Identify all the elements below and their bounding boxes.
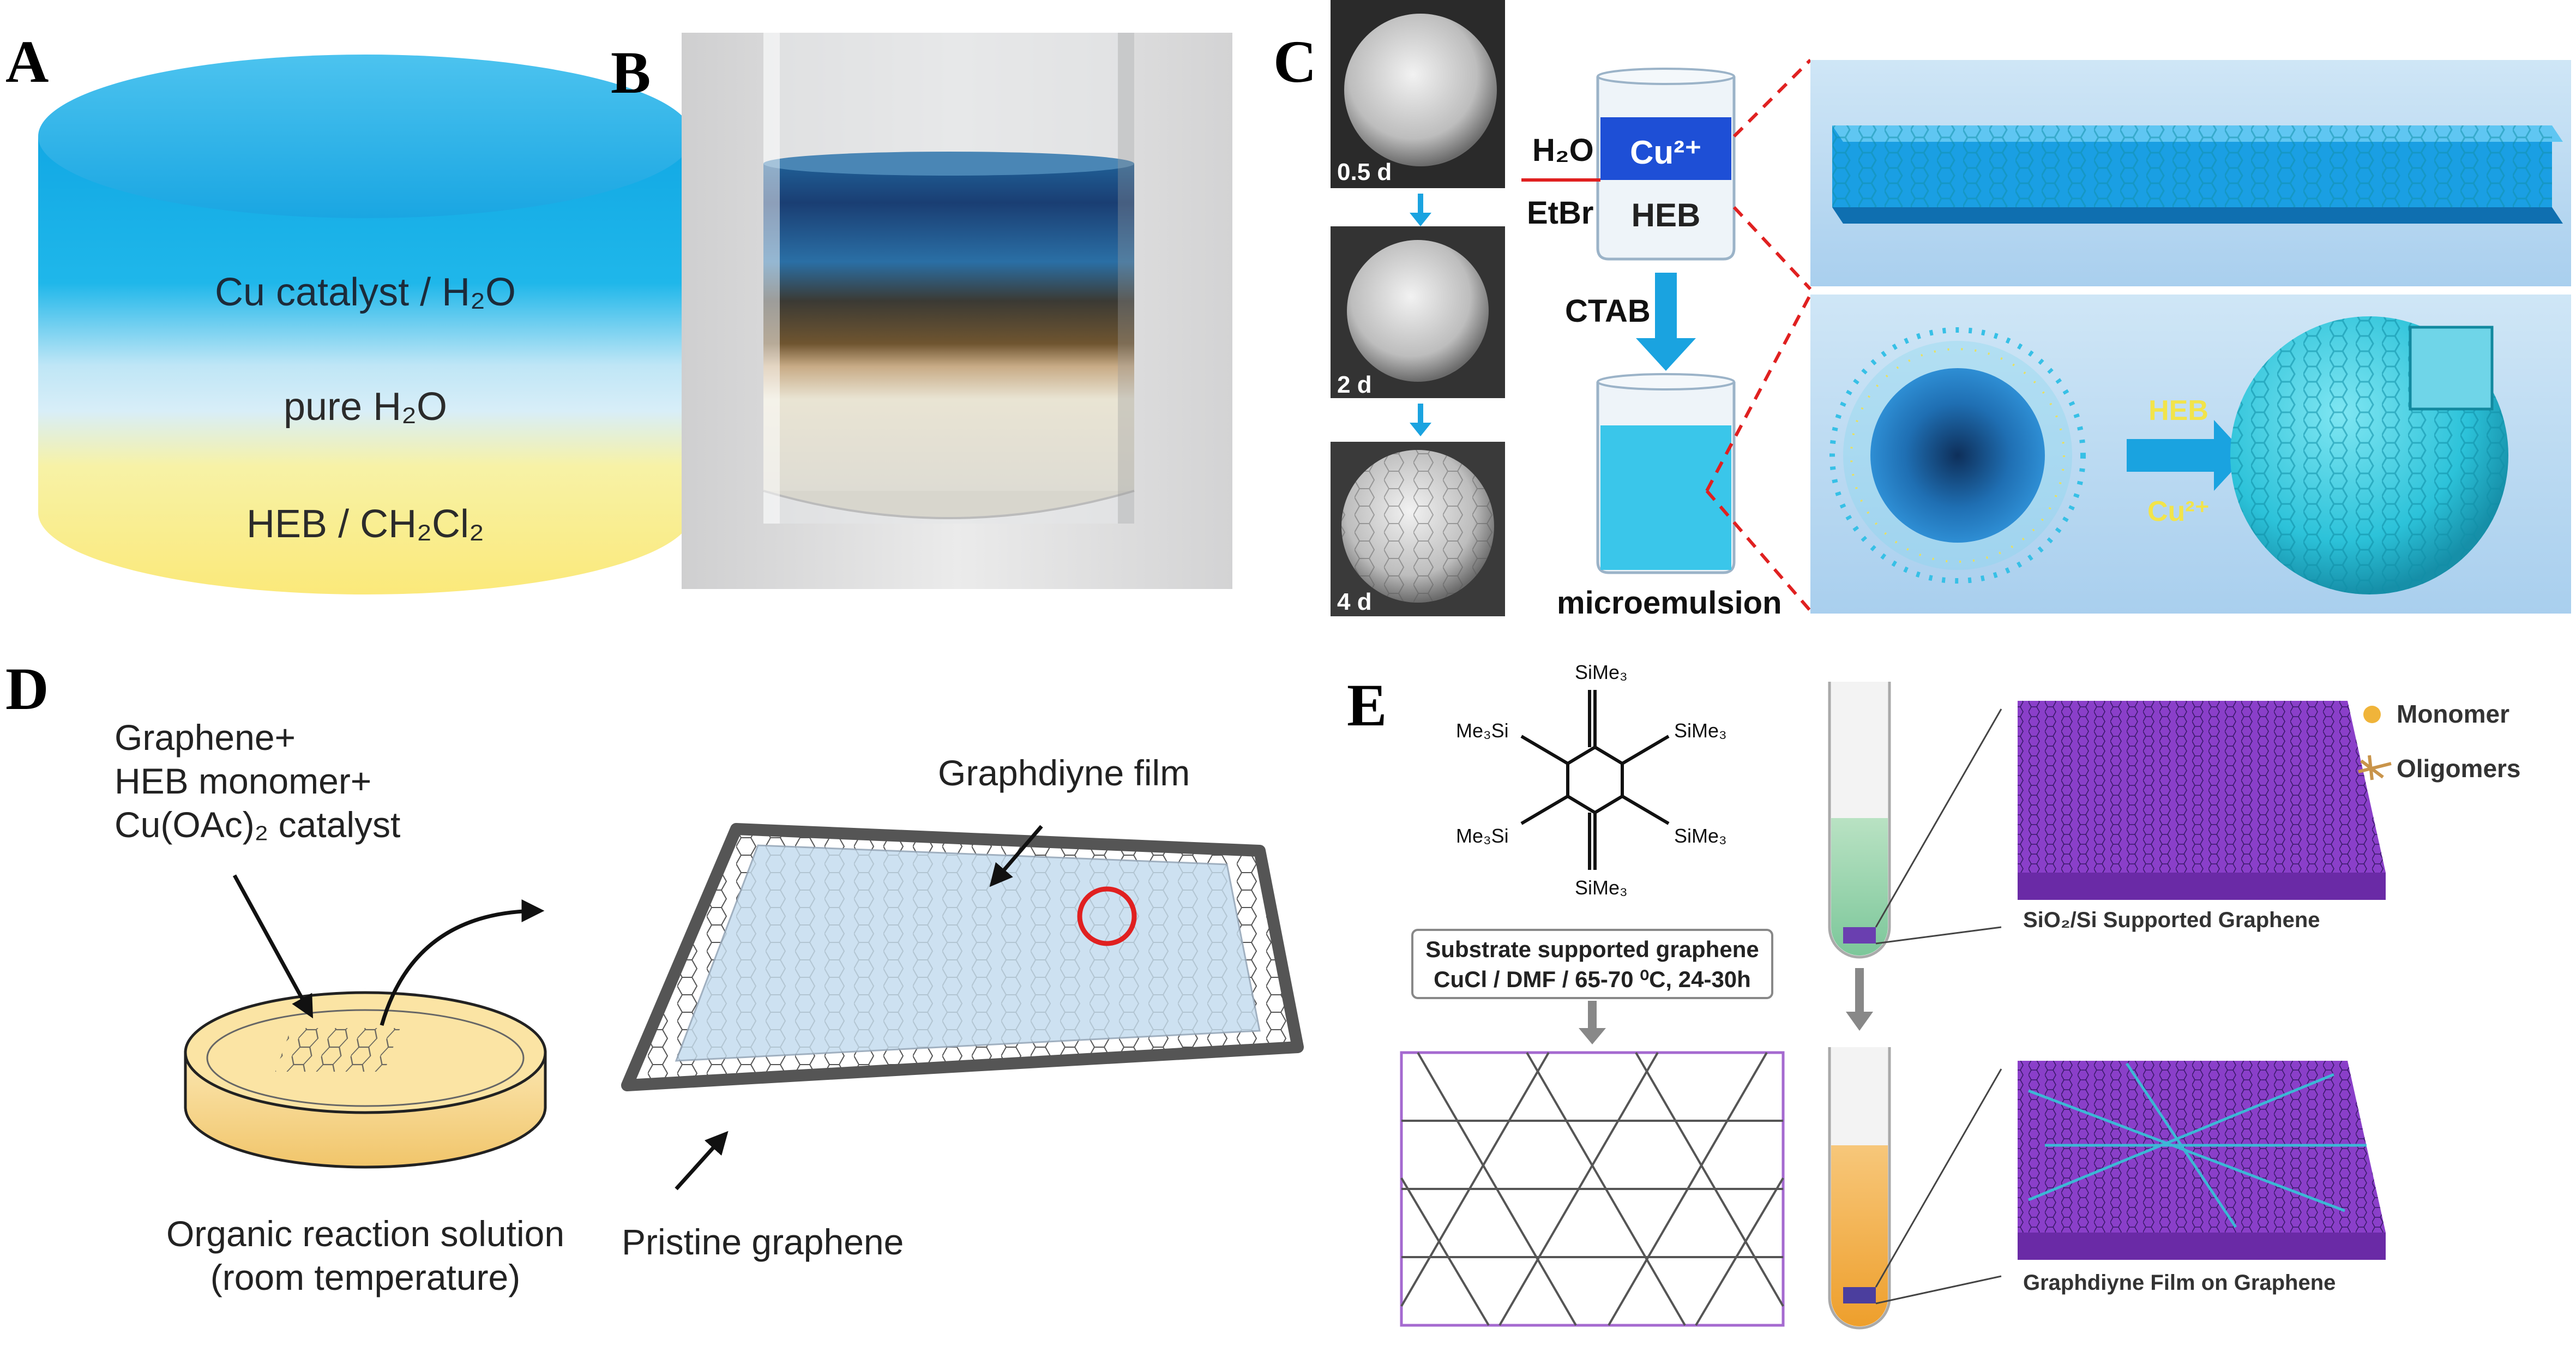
panel-d: D Graphene+ HEB monomer+ Cu(OAc)₂ cataly… — [5, 656, 1304, 1297]
sem-arrow-1 — [1410, 194, 1431, 226]
panel-c: C 0.5 d 2 d 4 d Cu²⁺ HEB H₂O — [1273, 0, 2571, 621]
film-on-graphene-label: Graphdiyne Film on Graphene — [2023, 1271, 2336, 1295]
ctab-label: CTAB — [1565, 293, 1651, 329]
panel-b: B — [611, 33, 1232, 589]
petri-dish — [184, 991, 547, 1169]
panel-d-letter: D — [5, 656, 49, 722]
solution-line-2: (room temperature) — [210, 1257, 521, 1297]
sime3-top: SiMe₃ — [1575, 661, 1628, 683]
reaction-arrow — [1579, 1001, 1606, 1044]
sem-image-1: 0.5 d — [1331, 0, 1505, 188]
film-arrow — [989, 825, 1043, 887]
sem-arrow-2 — [1410, 404, 1431, 436]
panel-a-letter: A — [5, 28, 49, 95]
sem-image-3: 4 d — [1331, 442, 1505, 616]
film-label: Graphdiyne film — [938, 753, 1190, 793]
zoom-line-e1 — [1875, 708, 2002, 928]
test-tube-top — [1828, 682, 1891, 959]
solution-line-1: Organic reaction solution — [166, 1213, 564, 1254]
graphene-sheet — [621, 823, 1304, 1091]
dish-out-arrow — [380, 899, 545, 1026]
growth-arrow-heb-label: HEB — [2148, 395, 2208, 426]
zoom-line-e2 — [1875, 926, 2002, 945]
tube-arrow — [1846, 968, 1873, 1031]
conditions-line-1: Substrate supported graphene — [1425, 936, 1759, 962]
sime3-right-top: SiMe₃ — [1674, 719, 1727, 742]
sem-label-1: 0.5 d — [1337, 159, 1392, 185]
graphene-label: Pristine graphene — [622, 1222, 904, 1262]
monomer-marker — [2363, 706, 2381, 723]
conditions-box — [1411, 929, 1773, 999]
zoom-line-3 — [1705, 293, 1812, 492]
graphdiyne-lattice — [1400, 1051, 1785, 1327]
sem-image-2: 2 d — [1331, 226, 1505, 398]
reagent-line-3: Cu(OAc)₂ catalyst — [115, 804, 400, 845]
panel-c-letter: C — [1273, 28, 1316, 95]
graphene-arrow — [675, 1131, 729, 1191]
me3si-left-bottom: Me₃Si — [1456, 825, 1509, 847]
layer-top-label: Cu catalyst / H₂O — [215, 271, 516, 314]
layer-bottom-label: HEB / CH₂Cl₂ — [246, 502, 484, 546]
test-tube-bottom — [1828, 1047, 1891, 1330]
beaker-bottom — [1596, 373, 1736, 574]
ctab-arrow — [1636, 273, 1696, 371]
glass-vial — [763, 33, 1135, 524]
cu-label: Cu²⁺ — [1630, 134, 1702, 171]
h2o-label: H₂O — [1532, 133, 1594, 168]
growth-arrow — [2127, 420, 2247, 491]
zoom-line-1 — [1732, 58, 1812, 138]
heb-molecule — [1520, 690, 1670, 870]
me3si-left-top: Me₃Si — [1456, 719, 1509, 742]
zoom-line-2 — [1732, 206, 1812, 291]
film-slab-box — [1810, 60, 2571, 286]
zoom-line-e3 — [1875, 1068, 2002, 1288]
reagent-line-2: HEB monomer+ — [115, 761, 371, 801]
growth-arrow-cu-label: Cu²⁺ — [2147, 496, 2210, 527]
heb-label: HEB — [1632, 197, 1701, 233]
highlight-circle — [1077, 886, 1137, 946]
sime3-bottom: SiMe₃ — [1575, 876, 1628, 899]
substrate-label: SiO₂/Si Supported Graphene — [2023, 908, 2320, 932]
oligomer-marker — [2358, 755, 2392, 780]
conditions-line-2: CuCl / DMF / 65-70 ⁰C, 24-30h — [1434, 966, 1751, 992]
microemulsion-label: microemulsion — [1557, 585, 1782, 621]
substrate-plate-top — [2018, 701, 2386, 900]
legend-oligomers: Oligomers — [2397, 754, 2521, 783]
zoom-line-e4 — [1875, 1275, 2002, 1305]
sphere-growth-box — [1810, 295, 2571, 614]
panel-a: A Cu catalyst / H₂O pure H₂O HEB / CH₂Cl… — [5, 28, 693, 594]
beaker-top — [1596, 68, 1736, 261]
panel-b-letter: B — [611, 39, 651, 106]
panel-e: E SiMe₃ Me₃Si SiMe₃ Me₃Si SiMe₃ SiMe₃ Su… — [1347, 661, 2521, 1330]
legend-monomer: Monomer — [2397, 700, 2509, 728]
substrate-plate-bottom — [2018, 1061, 2386, 1260]
sem-label-2: 2 d — [1337, 371, 1372, 398]
etbr-label: EtBr — [1527, 195, 1593, 231]
dish-in-arrow — [232, 874, 314, 1019]
reagent-line-1: Graphene+ — [115, 717, 296, 758]
sime3-right-bottom: SiMe₃ — [1674, 825, 1727, 847]
zoom-line-4 — [1705, 490, 1812, 612]
layer-mid-label: pure H₂O — [284, 385, 447, 429]
sem-label-3: 4 d — [1337, 588, 1372, 615]
panel-e-letter: E — [1347, 672, 1387, 738]
layered-cylinder — [38, 55, 693, 594]
